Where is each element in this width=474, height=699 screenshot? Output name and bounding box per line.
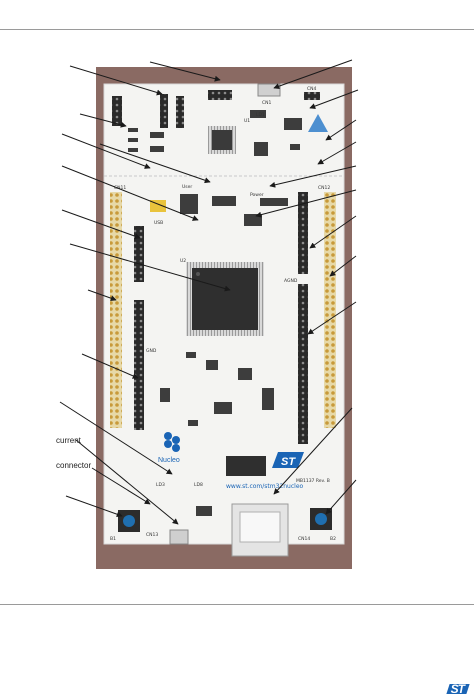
label-cn11: CN11	[114, 185, 126, 191]
arrow-left-1	[69, 65, 163, 96]
arrow-left-6	[61, 165, 199, 221]
jumper-block-right	[304, 92, 320, 100]
arrow-right-10	[273, 407, 353, 495]
arrow-right-5	[269, 165, 357, 188]
arrow-right-11	[325, 479, 357, 515]
jumper-block-left	[112, 96, 122, 126]
bottom-ic	[226, 456, 266, 476]
button-b2-cap	[315, 513, 327, 525]
jumper-block-2	[160, 94, 168, 128]
arrow-right-9	[307, 301, 357, 335]
top-border-line	[0, 29, 474, 30]
arrow-left-12	[91, 467, 151, 505]
callout-arrows	[59, 59, 359, 525]
arrow-left-9	[87, 289, 117, 302]
label-gnd: GND	[146, 348, 157, 354]
label-cn4: CN4	[307, 86, 317, 92]
label-cn13: CN13	[146, 532, 158, 538]
arrow-right-4	[317, 141, 357, 165]
stlink-mcu-body	[212, 130, 232, 150]
label-u2: U2	[180, 258, 186, 264]
st-logo: ST	[450, 682, 465, 696]
arrow-right-2	[309, 89, 359, 109]
bottom-border-line	[0, 604, 474, 605]
arrow-left-13	[65, 495, 123, 518]
cn9-header	[134, 300, 144, 430]
label-cn14: CN14	[298, 536, 310, 542]
callout-connector: connector	[56, 461, 92, 470]
arrow-left-3	[79, 113, 127, 128]
callout-current: current	[56, 436, 81, 445]
board-st-logo-text: ST	[281, 456, 296, 468]
arrow-left-7	[61, 209, 141, 240]
usb-connector-cn1	[257, 83, 281, 97]
label-ld1: LD1	[256, 112, 265, 118]
cn11-header	[110, 192, 122, 428]
arrow-left-14	[75, 439, 179, 525]
cn12-header	[324, 192, 336, 428]
jumper-block-3	[176, 96, 184, 128]
arrow-right-3	[325, 119, 357, 141]
label-ld3: LD3	[156, 482, 165, 488]
cn10-header	[298, 284, 308, 444]
label-board-id: MB1137 Rev. B	[296, 478, 330, 484]
arrow-right-6	[255, 189, 357, 218]
arrow-right-7	[309, 215, 357, 249]
arrow-left-2	[149, 61, 221, 82]
label-power: Power	[250, 192, 264, 198]
main-mcu	[192, 268, 258, 330]
label-b1: B1	[110, 536, 116, 542]
cn7-header	[298, 192, 308, 274]
nucleo-logo	[164, 432, 180, 452]
button-b1-cap	[123, 515, 135, 527]
usb-user-port	[239, 511, 281, 543]
led-triangle	[308, 114, 328, 132]
label-url: www.st.com/stm32nucleo	[226, 483, 304, 490]
arrow-right-8	[329, 255, 357, 277]
arrow-left-8	[69, 243, 231, 292]
arrow-right-1	[273, 59, 353, 90]
swd-connector	[208, 90, 232, 100]
board-labels: CN11 CN12 CN4 CN1 User Power USB www.st.…	[110, 86, 336, 542]
label-agnd: AGND	[284, 278, 298, 284]
cn8-header	[134, 226, 144, 282]
nucleo-text: Nucleo	[158, 457, 180, 464]
small-components	[128, 110, 302, 516]
st-logo-text: ST	[450, 682, 465, 696]
arrow-left-10	[81, 353, 139, 379]
label-u1: U1	[244, 118, 250, 124]
label-b2: B2	[330, 536, 336, 542]
arrow-left-11	[59, 401, 173, 475]
board-st-logo	[272, 452, 304, 468]
label-user: User	[182, 184, 192, 190]
label-ld8: LD8	[194, 482, 203, 488]
main-mcu-dot	[196, 272, 200, 276]
arrow-left-5	[99, 143, 211, 184]
label-cn12: CN12	[318, 185, 330, 191]
label-usb: USB	[154, 220, 163, 226]
arrow-left-4	[61, 133, 151, 169]
usb-micro-connector	[169, 529, 189, 545]
label-cn1: CN1	[262, 100, 272, 106]
